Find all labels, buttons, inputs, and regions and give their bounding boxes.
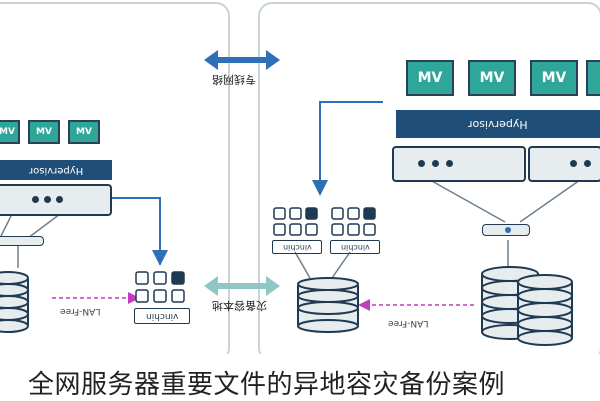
left-storage-icon — [0, 271, 29, 333]
right-backup-storage-icon — [297, 277, 359, 333]
left-server-host — [0, 184, 112, 216]
vm-icon: MV — [68, 120, 100, 144]
right-vinchin-appliance: vinchin — [272, 206, 328, 256]
top-link-arrow — [204, 50, 280, 70]
vm-icon: MV — [530, 60, 578, 96]
right-hypervisor-bar: Hypervisor — [396, 110, 600, 138]
vm-icon: MV — [28, 120, 60, 144]
left-backup-path — [112, 197, 168, 266]
left-lanfree-label: LAN-Free — [60, 306, 101, 316]
vm-icon: MV — [0, 120, 20, 144]
right-server-host — [528, 146, 600, 182]
left-vinchin-appliance: vinchin — [134, 270, 192, 328]
primary-site-panel — [0, 2, 230, 362]
right-storage-icon — [481, 266, 573, 346]
right-backup-path — [312, 101, 383, 196]
left-hypervisor-bar: Hypervisor — [0, 160, 112, 180]
right-lanfree-label: LAN-Free — [388, 318, 429, 328]
caption-strip — [0, 354, 600, 400]
top-link-label: 专线网络 — [212, 73, 256, 86]
middle-link-arrow — [204, 276, 280, 296]
right-switch — [482, 224, 530, 236]
vm-icon: MV — [406, 60, 454, 96]
vm-icon — [586, 60, 600, 96]
vm-icon: MV — [468, 60, 516, 96]
right-vinchin-appliance: vinchin — [330, 206, 386, 256]
middle-link-label: 灾备容本地 — [212, 299, 267, 312]
left-switch — [0, 236, 44, 246]
caption-title: 全网服务器重要文件的异地容灾备份案例 — [28, 370, 506, 400]
right-server-host — [392, 146, 526, 182]
